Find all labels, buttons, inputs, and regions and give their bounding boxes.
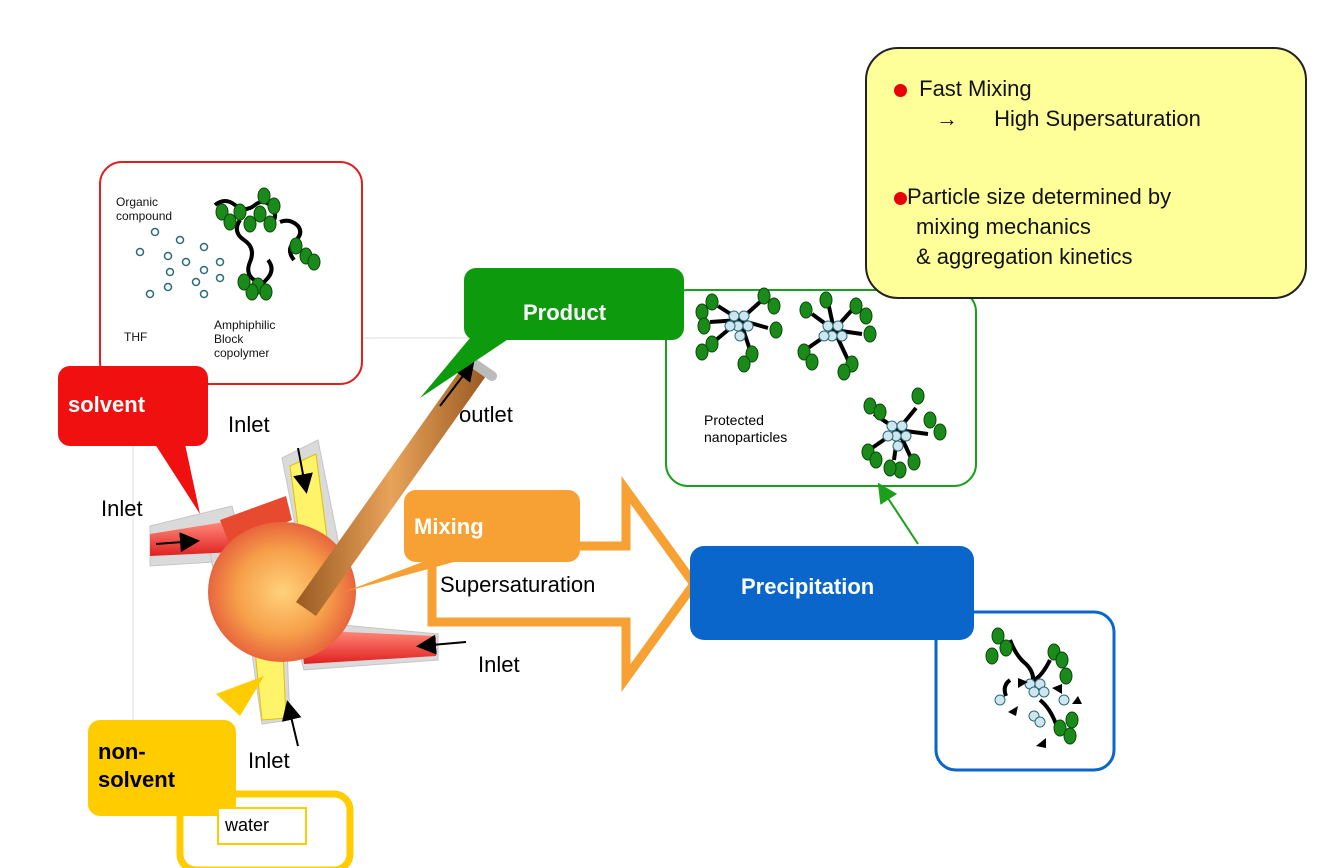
inlet-top-label: Inlet xyxy=(228,412,270,437)
solvent-distributor xyxy=(220,496,292,546)
note-item-1: Fast Mixing xyxy=(894,74,1032,104)
product-callout-tail xyxy=(420,338,510,398)
bullet-icon xyxy=(894,191,907,205)
outlet-label: outlet xyxy=(459,402,513,427)
mixing-callout xyxy=(404,490,580,562)
non-solvent-line-1: non- xyxy=(98,739,146,764)
solvent-callout xyxy=(58,366,208,446)
amphiphilic-copolymer-label: Amphiphilic Block copolymer xyxy=(214,318,275,360)
copolymer-chains-solvent xyxy=(213,187,321,301)
thf-label: THF xyxy=(124,330,148,344)
organic-line-1: Organic xyxy=(116,195,159,209)
product-label: Product xyxy=(523,300,607,325)
water-bracket xyxy=(176,790,354,868)
nonsolvent-callout xyxy=(88,720,236,816)
amph-line-3: copolymer xyxy=(214,346,270,360)
supersaturation-arrow xyxy=(427,476,700,692)
inlet-arrow-left xyxy=(155,532,200,553)
amph-line-2: Block xyxy=(214,332,244,346)
organic-molecules xyxy=(135,227,225,299)
product-line-2: nanoparticles xyxy=(704,429,788,445)
note-item-2-line-3: & aggregation kinetics xyxy=(916,244,1133,269)
nanoparticle-2 xyxy=(797,291,877,381)
note-item-1-text: Fast Mixing xyxy=(919,76,1032,101)
note-item-2: Particle size determined by mixing mecha… xyxy=(894,182,1171,272)
note-item-1-sub: → High Supersaturation xyxy=(936,104,1201,134)
inlet-arrow-right xyxy=(416,634,467,655)
amph-line-1: Amphiphilic xyxy=(214,318,276,332)
precipitation-to-product-arrow xyxy=(877,482,919,545)
precipitation-particles xyxy=(985,627,1082,748)
note-item-2-line-1: Particle size determined by xyxy=(907,184,1172,209)
supersaturation-label: Supersaturation xyxy=(440,572,596,597)
note-box xyxy=(865,47,1307,299)
nonsolvent-callout-tail xyxy=(216,676,264,716)
nanoparticle-1 xyxy=(695,287,783,373)
non-solvent-line-2: solvent xyxy=(98,767,176,792)
organic-line-2: compound xyxy=(116,209,173,223)
solvent-callout-tail xyxy=(146,430,200,514)
precipitation-callout xyxy=(690,546,974,640)
inlet-right-label: Inlet xyxy=(478,652,520,677)
mixing-chamber xyxy=(208,522,356,662)
non-solvent-label: non- solvent xyxy=(98,738,175,794)
precipitation-label: Precipitation xyxy=(741,574,875,599)
note-item-1-sub-text: High Supersaturation xyxy=(994,106,1201,131)
right-arrow-icon: → xyxy=(936,106,958,131)
inlet-arrow-top xyxy=(293,447,313,494)
product-callout xyxy=(464,268,684,340)
water-label: water xyxy=(225,815,270,835)
mixing-label: Mixing xyxy=(414,514,484,539)
outlet-tube xyxy=(296,362,486,616)
outlet-arrow xyxy=(439,360,475,407)
solvent-panel-box xyxy=(99,161,363,385)
solvent-label: solvent xyxy=(68,392,146,417)
organic-compound-label: Organic compound xyxy=(116,195,172,223)
product-line-1: Protected xyxy=(704,412,764,428)
inlet-arrow-bottom xyxy=(281,700,302,747)
nanoparticle-3 xyxy=(861,387,947,479)
bullet-icon xyxy=(894,83,907,97)
protected-nanoparticles-label: Protected nanoparticles xyxy=(704,412,787,446)
water-box xyxy=(217,807,307,845)
inlet-left-label: Inlet xyxy=(101,496,143,521)
inlet-bottom-label: Inlet xyxy=(248,748,290,773)
mixing-callout-tail xyxy=(344,556,476,592)
note-item-2-line-2: mixing mechanics xyxy=(916,214,1091,239)
